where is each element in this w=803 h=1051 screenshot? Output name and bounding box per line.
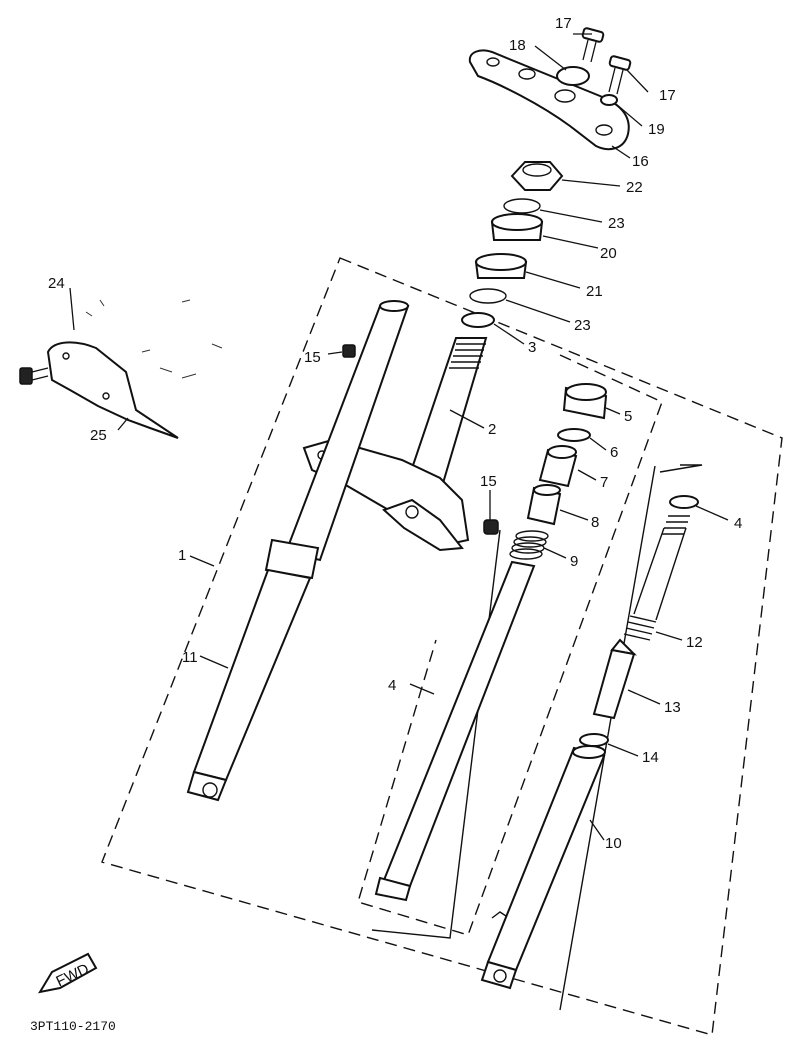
callout-18: 18 bbox=[509, 37, 526, 54]
spring-9 bbox=[509, 530, 549, 560]
callout-17-left: 17 bbox=[555, 15, 572, 32]
callout-19: 19 bbox=[648, 121, 665, 138]
callout-20: 20 bbox=[600, 245, 617, 262]
ball-race-20 bbox=[490, 213, 544, 241]
fork-assembly-dashed-outline bbox=[101, 257, 783, 1036]
figure-code: 3PT110-2170 bbox=[30, 1019, 116, 1034]
callout-4-left: 4 bbox=[388, 677, 396, 694]
forward-arrow-icon: FWD bbox=[37, 952, 98, 994]
callout-13: 13 bbox=[664, 699, 681, 716]
callout-17-right: 17 bbox=[659, 87, 676, 104]
cap-5 bbox=[562, 383, 608, 420]
callout-9: 9 bbox=[570, 553, 578, 570]
clip-6 bbox=[557, 428, 591, 442]
callout-11: 11 bbox=[182, 649, 198, 666]
inner-tube-4 bbox=[374, 560, 536, 902]
seal-3 bbox=[461, 312, 495, 328]
callout-23-upper: 23 bbox=[608, 215, 625, 232]
bracket-plate-25 bbox=[46, 341, 179, 439]
callout-1: 1 bbox=[178, 547, 186, 564]
callout-labels: 17 18 17 19 16 22 23 20 21 23 3 2 5 6 7 … bbox=[48, 15, 742, 852]
washer-18 bbox=[556, 66, 590, 86]
bolt-15-upper bbox=[342, 344, 356, 358]
spring-12 bbox=[623, 515, 690, 641]
inner-tube-group-dashed-outline bbox=[357, 354, 663, 936]
leader-lines bbox=[69, 33, 729, 841]
washer-19 bbox=[600, 94, 618, 106]
damper-rod-13 bbox=[592, 638, 637, 720]
ring-14-top bbox=[669, 495, 699, 509]
callout-21: 21 bbox=[586, 283, 603, 300]
callout-14: 14 bbox=[642, 749, 659, 766]
ring-14 bbox=[579, 733, 609, 747]
callout-7: 7 bbox=[600, 474, 608, 491]
callout-16: 16 bbox=[632, 153, 649, 170]
handlebar-holder bbox=[468, 49, 630, 151]
steering-nut-22 bbox=[510, 161, 564, 191]
ball-race-21 bbox=[474, 253, 528, 279]
outer-tube-11 bbox=[186, 300, 410, 802]
seal-7 bbox=[538, 445, 578, 488]
bolt-17-left bbox=[581, 27, 605, 63]
outer-tube-10 bbox=[480, 745, 606, 990]
bush-8 bbox=[526, 484, 562, 526]
callout-6: 6 bbox=[610, 444, 618, 461]
callout-25: 25 bbox=[90, 427, 107, 444]
callout-15-upper: 15 bbox=[304, 349, 321, 366]
bolt-24 bbox=[19, 367, 49, 385]
callout-24: 24 bbox=[48, 275, 65, 292]
callout-12: 12 bbox=[686, 634, 703, 651]
callout-4-right: 4 bbox=[734, 515, 742, 532]
callout-2: 2 bbox=[488, 421, 496, 438]
bearing-23-lower bbox=[469, 288, 507, 304]
bearing-23-upper bbox=[503, 198, 541, 214]
bolt-15-lower bbox=[483, 519, 499, 535]
callout-5: 5 bbox=[624, 408, 632, 425]
bolt-17-right bbox=[608, 55, 632, 95]
callout-22: 22 bbox=[626, 179, 643, 196]
callout-23-lower: 23 bbox=[574, 317, 591, 334]
callout-10: 10 bbox=[605, 835, 622, 852]
callout-15-lower: 15 bbox=[480, 473, 497, 490]
faint-scatter-marks bbox=[85, 299, 223, 379]
callout-3: 3 bbox=[528, 339, 536, 356]
callout-8: 8 bbox=[591, 514, 599, 531]
